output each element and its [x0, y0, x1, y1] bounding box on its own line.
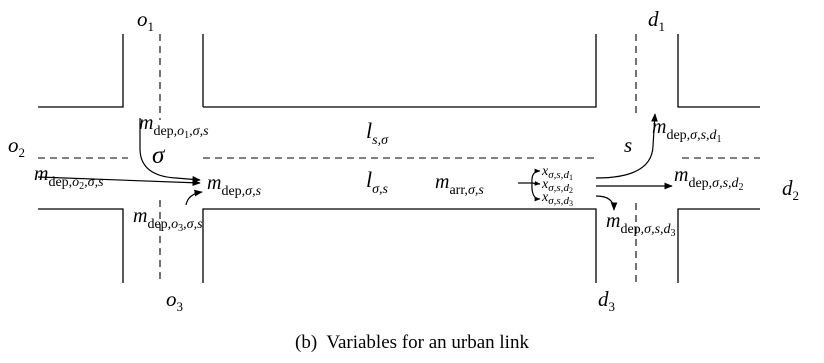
split-to-d1	[531, 168, 541, 184]
var-m-dep-o1-sigma-s: mdep,o1,σ,s	[139, 112, 209, 141]
var-m-dep-d1: mdep,σ,s,d1	[652, 116, 722, 145]
road-edge-right-top	[677, 34, 760, 108]
arrow-from-o2	[37, 176, 201, 187]
var-m-dep-o3-sigma-s: mdep,o3,σ,s	[133, 205, 203, 234]
var-m-dep-sigma-s: mdep,σ,s	[207, 172, 262, 199]
label-d1: d1	[648, 7, 665, 34]
var-x-d1: xσ,s,d1	[541, 164, 573, 182]
var-m-dep-o2-sigma-s: mdep,o2,σ,s	[34, 163, 104, 192]
var-x-d3: xσ,s,d3	[541, 190, 573, 208]
arrow-from-o1	[139, 118, 201, 183]
arrow-from-o3	[185, 189, 203, 206]
arrow-to-d3	[595, 195, 618, 211]
road-edge-left-top	[38, 34, 124, 108]
label-o3: o3	[166, 287, 183, 314]
lane-dividers	[38, 34, 760, 283]
label-d2: d2	[782, 176, 799, 203]
road-edge-link-bottom	[202, 208, 597, 283]
label-sigma: σ	[152, 142, 166, 169]
flow-arrows	[37, 113, 673, 211]
arrow-to-d1	[595, 113, 658, 179]
var-m-dep-d2: mdep,σ,s,d2	[674, 164, 744, 193]
label-l-sigma-s: lσ,s	[366, 167, 389, 197]
var-m-dep-d3: mdep,σ,s,d3	[606, 210, 676, 239]
label-o1: o1	[137, 7, 154, 34]
var-m-arr-sigma-s: marr,σ,s	[435, 171, 484, 198]
road-edge-right-bottom	[677, 208, 760, 283]
road-edge-link-top	[203, 34, 597, 108]
split-to-d2	[531, 180, 541, 186]
label-l-s-sigma: ls,σ	[366, 118, 389, 148]
split-to-d3	[531, 182, 541, 202]
label-d3: d3	[598, 287, 615, 314]
var-x-d2: xσ,s,d2	[541, 177, 573, 195]
label-o2: o2	[8, 133, 25, 160]
road-edge-left-bottom	[38, 208, 124, 283]
label-s: s	[624, 133, 632, 157]
road-edges	[38, 34, 760, 283]
figure-caption: (b) Variables for an urban link	[295, 332, 529, 353]
